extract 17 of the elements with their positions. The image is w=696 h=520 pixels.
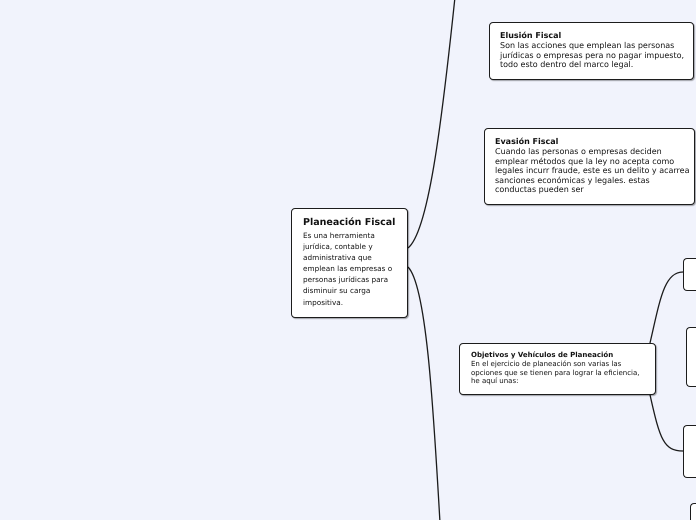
- connector-line: [649, 271, 684, 344]
- topic-title: Elusión Fiscal: [500, 31, 562, 41]
- topic-card: [683, 258, 696, 291]
- topic-card: [484, 128, 695, 205]
- topic-card: [690, 503, 696, 520]
- topic-card: [459, 343, 656, 395]
- topic-description: Son las acciones que emplean las personas jurídicas o empresas pera no pagar impuesto, todo esto dentro del marco legal.: [500, 41, 686, 70]
- connector-line: [407, 266, 441, 520]
- topic-description: Cuando las personas o empresas deciden emplear métodos que la ley no acepta como legales incurr fraude, este es un delito y acarrea sanciones económicas y legales. estas conductas pueden ser: [495, 147, 690, 195]
- topic-card: [683, 425, 696, 478]
- topic-card: [489, 22, 694, 80]
- topic-title: Planeación Fiscal: [303, 217, 396, 229]
- connector-line: [649, 394, 684, 452]
- topic-card: [291, 208, 408, 318]
- connector-line: [408, 0, 456, 248]
- topic-title: Evasión Fiscal: [495, 137, 560, 147]
- topic-card: [686, 327, 696, 387]
